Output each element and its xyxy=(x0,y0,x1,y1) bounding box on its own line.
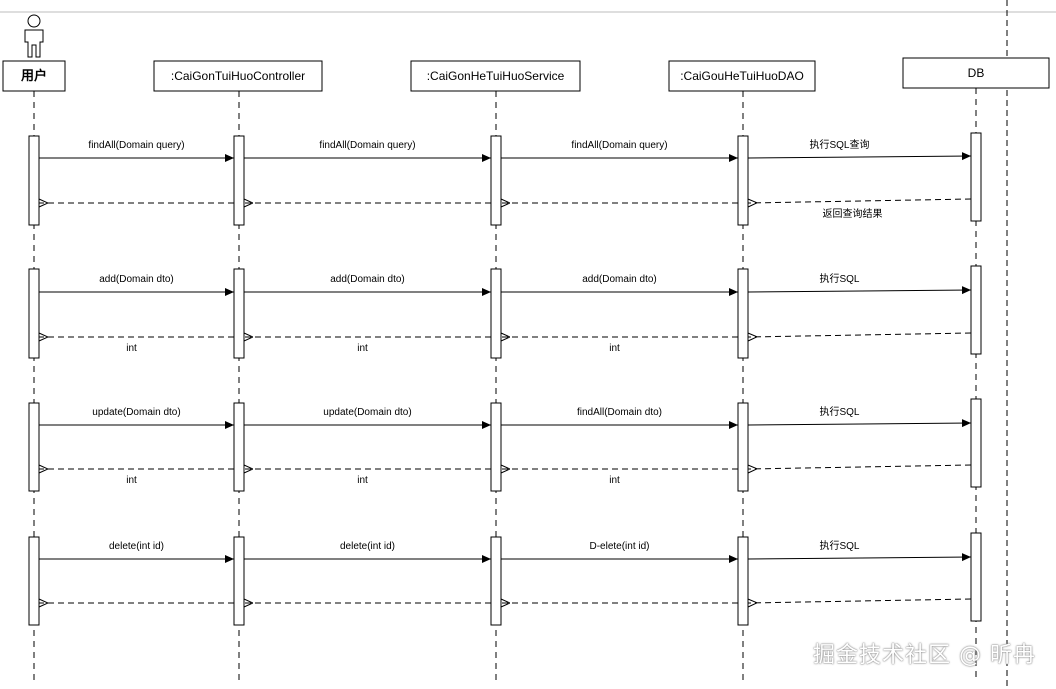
return-label: 返回查询结果 xyxy=(823,207,883,220)
call-label: update(Domain dto) xyxy=(92,407,180,418)
activation-bar-db xyxy=(970,398,982,488)
call-label: 执行SQL xyxy=(819,405,859,418)
call-label: D-elete(int id) xyxy=(589,541,649,552)
activation-bar xyxy=(233,536,245,626)
call-label: add(Domain dto) xyxy=(330,274,404,285)
activation-bar xyxy=(737,402,749,492)
call-label: 执行SQL xyxy=(819,539,859,552)
return-arrow xyxy=(748,464,972,469)
participant-label-db: DB xyxy=(968,66,985,80)
participant-box-controller xyxy=(153,60,323,92)
activation-bar xyxy=(490,135,502,226)
call-label: update(Domain dto) xyxy=(323,407,411,418)
return-label: int xyxy=(609,343,620,354)
participant-label-controller: :CaiGonTuiHuoController xyxy=(171,69,305,83)
return-label: int xyxy=(126,475,137,486)
activation-bar xyxy=(28,536,40,626)
activation-bar xyxy=(737,536,749,626)
call-label: findAll(Domain query) xyxy=(571,140,667,151)
call-label: 执行SQL xyxy=(819,272,859,285)
call-label: add(Domain dto) xyxy=(582,274,656,285)
activation-bar xyxy=(233,402,245,492)
participant-box-service xyxy=(410,60,581,92)
activation-bar xyxy=(737,135,749,226)
participant-box-user xyxy=(2,60,66,92)
participant-label-dao: :CaiGouHeTuiHuoDAO xyxy=(680,69,804,83)
activation-bar xyxy=(28,402,40,492)
call-label: findAll(Domain query) xyxy=(88,140,184,151)
participant-box-dao xyxy=(668,60,816,92)
watermark: 掘金技术社区 @ 昕冉 xyxy=(813,643,1036,668)
call-label: findAll(Domain dto) xyxy=(577,407,662,418)
activation-bar xyxy=(490,268,502,359)
call-label: delete(int id) xyxy=(340,541,395,552)
return-arrow xyxy=(748,198,972,203)
call-label: 执行SQL查询 xyxy=(809,138,869,151)
activation-bar xyxy=(28,268,40,359)
participant-label-user: 用户 xyxy=(20,68,47,83)
call-arrow xyxy=(747,419,972,428)
activation-bar xyxy=(28,135,40,226)
activation-bar xyxy=(233,268,245,359)
activation-bar xyxy=(737,268,749,359)
call-label: delete(int id) xyxy=(109,541,164,552)
actor-icon xyxy=(24,14,44,58)
return-label: int xyxy=(357,343,368,354)
activation-bar-db xyxy=(970,265,982,355)
return-label: int xyxy=(357,475,368,486)
call-arrow xyxy=(747,286,972,295)
activation-bar-db xyxy=(970,132,982,222)
call-arrow xyxy=(747,152,972,161)
activation-bar xyxy=(490,536,502,626)
return-arrow xyxy=(748,332,972,337)
call-label: findAll(Domain query) xyxy=(319,140,415,151)
participant-label-service: :CaiGonHeTuiHuoService xyxy=(427,69,565,83)
activation-bar-db xyxy=(970,532,982,622)
activation-bar xyxy=(490,402,502,492)
call-arrow xyxy=(747,553,972,562)
activation-bar xyxy=(233,135,245,226)
participant-box-db xyxy=(902,57,1050,89)
call-label: add(Domain dto) xyxy=(99,274,173,285)
return-label: int xyxy=(609,475,620,486)
return-arrow xyxy=(748,598,972,603)
return-label: int xyxy=(126,343,137,354)
